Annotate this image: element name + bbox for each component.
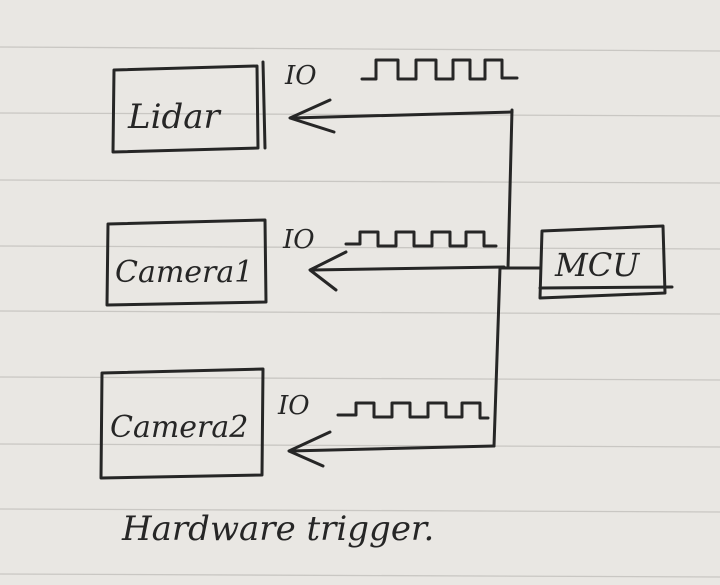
camera1-block: Camera1	[105, 218, 268, 307]
pulse-train-camera1	[344, 230, 498, 248]
camera1-label: Camera1	[115, 255, 253, 290]
pulse-train-camera2	[336, 401, 490, 420]
io-label-lidar: IO	[284, 61, 317, 91]
arrow-to-lidar	[288, 98, 514, 134]
mcu-block: MCU	[538, 224, 674, 300]
camera2-block: Camera2	[99, 367, 265, 480]
camera2-label: Camera2	[110, 410, 248, 445]
mcu-label: MCU	[554, 246, 640, 284]
pulse-train-lidar	[360, 58, 519, 81]
trigger-wiring	[492, 108, 542, 448]
lidar-label: Lidar	[127, 97, 221, 137]
io-label-camera1: IO	[282, 225, 315, 255]
notebook-ruling	[0, 46, 720, 578]
arrow-to-camera2	[287, 430, 496, 468]
lidar-block: Lidar	[111, 60, 267, 154]
io-label-camera2: IO	[277, 391, 310, 421]
arrow-to-camera1	[308, 250, 506, 292]
diagram-caption: Hardware trigger.	[121, 509, 434, 549]
